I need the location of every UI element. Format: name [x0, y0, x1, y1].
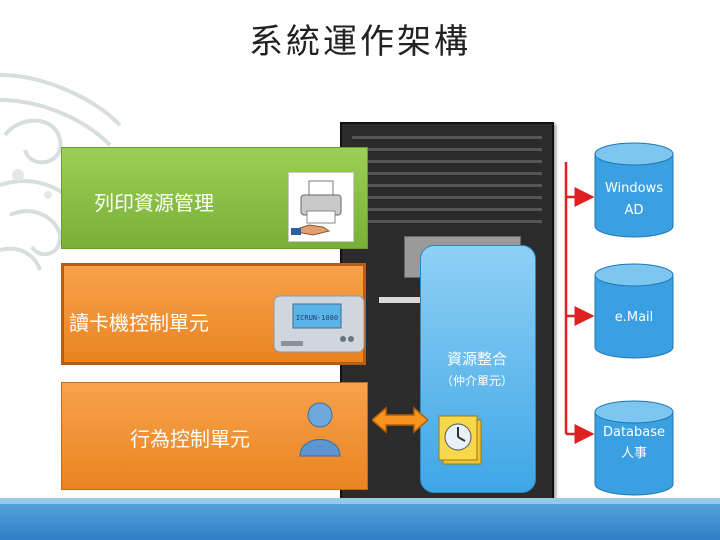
card-reader-control-label: 讀卡機控制單元 — [69, 311, 209, 335]
svg-text:ICRUN-1080: ICRUN-1080 — [296, 314, 338, 322]
drive-slot — [379, 297, 423, 303]
scheduler-clock-icon — [437, 412, 483, 466]
decorative-swirl — [0, 73, 122, 271]
windows-ad-database: Windows AD — [594, 142, 674, 238]
bidirectional-arrow-icon — [372, 406, 428, 434]
printer-icon — [288, 172, 354, 242]
email-database: e.Mail — [594, 263, 674, 359]
hr-label: 人事 — [620, 446, 647, 461]
email-label: e.Mail — [614, 310, 654, 325]
broker-unit-label: （仲介單元） — [440, 374, 513, 388]
behavior-control-label: 行為控制單元 — [130, 427, 250, 451]
ad-label: AD — [624, 203, 644, 218]
bottom-decor-bar — [0, 498, 720, 540]
resource-integration-label: 資源整合 — [446, 350, 507, 368]
page-title: 系統運作架構 — [249, 22, 471, 62]
windows-label: Windows — [604, 181, 664, 196]
database-label: Database — [602, 425, 666, 440]
behavior-control-box — [61, 382, 368, 490]
card-reader-icon: ICRUN-1080 — [273, 295, 365, 353]
hr-database: Database 人事 — [594, 400, 674, 496]
user-icon — [298, 400, 342, 458]
print-management-label: 列印資源管理 — [94, 191, 214, 215]
bottom-decor-highlight — [0, 498, 720, 504]
